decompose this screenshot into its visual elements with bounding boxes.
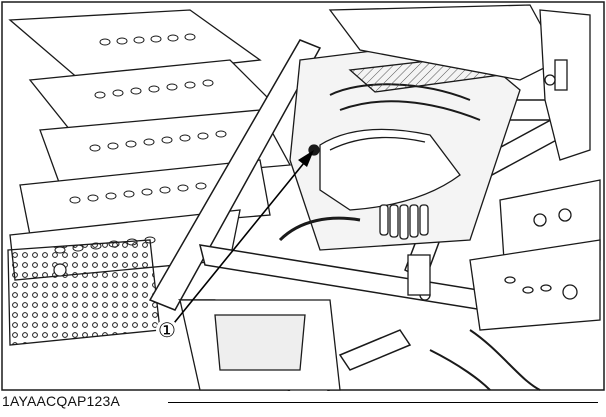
caption-rule (168, 402, 598, 403)
right-floor-panel (469, 179, 601, 331)
upper-right-assembly (328, 4, 591, 161)
lower-mechanism (179, 254, 541, 391)
callout-arrowhead (298, 150, 314, 167)
engine-compartment (278, 39, 521, 251)
callout-number: ① (158, 318, 176, 342)
figure-caption-bar: 1AYAACQAP123A (0, 391, 606, 412)
callout-1: ① (156, 150, 314, 342)
figure-code: 1AYAACQAP123A (2, 393, 121, 409)
callout-leader-line (169, 157, 309, 329)
perforated-plate (7, 239, 161, 346)
callout-badge-bg (156, 319, 178, 341)
